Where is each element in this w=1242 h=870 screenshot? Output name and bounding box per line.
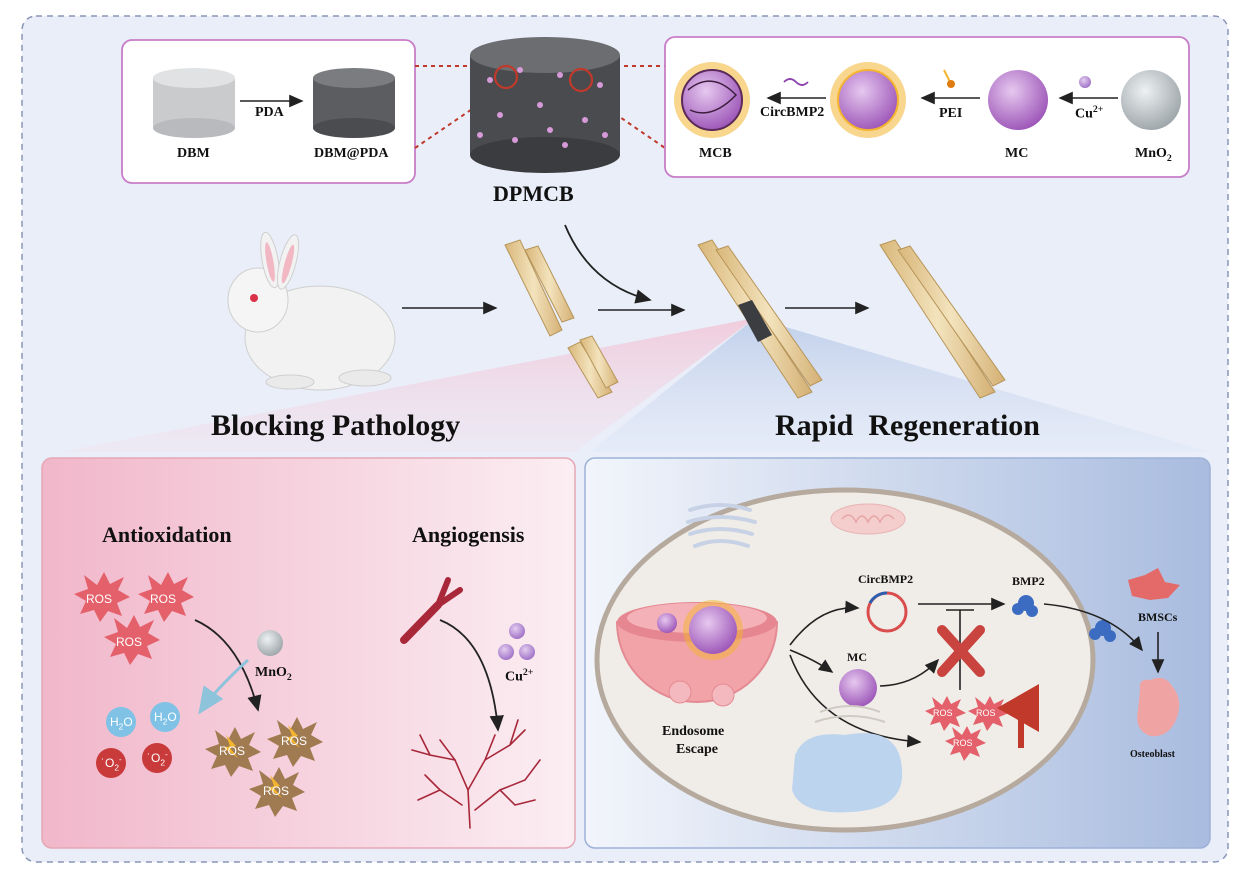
bmp2-secreted-icon	[1089, 620, 1116, 642]
mc-to-block-arrow	[879, 658, 940, 687]
mno2-small-label: MnO2	[255, 665, 292, 683]
zoom-connectors	[414, 65, 666, 149]
mno2-label: MnO2	[1135, 146, 1172, 164]
cell-ros-label-2: ROS	[976, 708, 996, 718]
endosome-to-mc-arrow	[789, 649, 834, 673]
bone-healed-icon	[879, 239, 1006, 399]
cu-ion-icon	[1079, 76, 1091, 88]
mc-in-cell-icon	[839, 669, 877, 707]
bone-implant-icon	[697, 239, 823, 399]
bmp2-to-osteoblast-arrow	[1043, 603, 1144, 652]
bmp2-protein-icon	[1012, 595, 1038, 617]
o2-radical-2	[142, 743, 172, 773]
o2-radical-1	[96, 748, 126, 778]
ros-burst-group	[74, 572, 194, 665]
blood-vessel-icon	[400, 577, 463, 644]
golgi-icon	[686, 503, 757, 548]
h2o-molecule-1	[106, 707, 136, 737]
ros-burst-1	[74, 572, 130, 622]
cu-ions-label: Cu2+	[505, 667, 534, 685]
quenched-ros-group	[205, 717, 323, 817]
mno2-particle-icon	[1121, 70, 1181, 130]
mcb-particle-icon	[674, 62, 750, 138]
circbmp2-label: CircBMP2	[760, 105, 825, 120]
ros-to-products-black-arrow	[194, 619, 262, 712]
vascular-network-icon	[411, 719, 541, 829]
mitochondrion-icon	[830, 503, 906, 535]
mc-cell-label: MC	[847, 650, 867, 664]
mcb-in-endosome-icon	[657, 600, 743, 660]
cell-ros-label-1: ROS	[933, 708, 953, 718]
rabbit-icon	[227, 231, 396, 391]
ros-to-water-blue-arrow	[198, 658, 250, 715]
h2o-label-2: H2O	[154, 710, 177, 727]
er-icon	[814, 705, 886, 723]
ros-label-2: ROS	[150, 592, 177, 606]
ros-label-3: ROS	[116, 635, 143, 649]
quenched-ros-label-2: ROS	[281, 734, 308, 748]
h2o-molecule-2	[150, 702, 180, 732]
ros-label-1: ROS	[86, 592, 113, 606]
dpmcb-label: DPMCB	[493, 181, 574, 206]
cell-ros-label-3: ROS	[953, 738, 973, 748]
o2-label-2: ˙O2-	[147, 749, 168, 768]
h2o-label-1: H2O	[110, 715, 133, 732]
angio-arrow	[439, 619, 504, 732]
left-panel	[41, 457, 576, 849]
bmscs-label: BMSCs	[1138, 610, 1178, 624]
endosome-label: Endosome	[662, 724, 725, 739]
blocking-pathology-title: Blocking Pathology	[211, 409, 461, 442]
cu-label: Cu2+	[1075, 104, 1104, 122]
bone-defect-icon	[504, 239, 619, 399]
bmscs-cell-icon	[1128, 568, 1180, 600]
o2-label-1: ˙O2-	[101, 754, 122, 773]
dbm-pda-label: DBM@PDA	[314, 146, 389, 161]
rapid-regeneration-title: Rapid Regeneration	[775, 409, 1040, 442]
dna-icon	[783, 78, 809, 86]
osteoblast-label: Osteoblast	[1130, 749, 1175, 760]
quenched-ros-label-3: ROS	[263, 784, 290, 798]
quenched-ros-label-1: ROS	[219, 744, 246, 758]
mno2-small-icon	[257, 630, 283, 656]
blue-cone	[590, 318, 1210, 452]
mc-particle-icon	[988, 70, 1048, 130]
mcb-label: MCB	[699, 146, 732, 161]
dbm-label: DBM	[177, 146, 210, 161]
pei-label: PEI	[939, 106, 963, 121]
dbm-scaffold-icon	[153, 68, 235, 138]
ros-burst-3	[104, 615, 160, 665]
bmp2-label: BMP2	[1012, 574, 1045, 588]
mc-label: MC	[1005, 146, 1029, 161]
circbmp2-cell-label: CircBMP2	[858, 572, 914, 586]
cu-ions-icon	[498, 623, 535, 660]
osteoblast-cell-icon	[1137, 678, 1180, 737]
block-cross-icon	[937, 625, 985, 677]
pda-label: PDA	[255, 105, 284, 120]
dpmcb-scaffold-icon	[470, 37, 620, 173]
top-right-box	[664, 36, 1190, 178]
antioxidation-label: Antioxidation	[102, 522, 232, 547]
endosome-to-circbmp2-arrow	[789, 600, 860, 646]
ros-burst-2	[138, 572, 194, 622]
pei-mc-particle-icon	[830, 62, 906, 138]
escape-label: Escape	[676, 742, 718, 757]
dpmcb-to-bone-arrow	[564, 224, 652, 304]
angiogensis-label: Angiogensis	[412, 522, 525, 547]
dbm-pda-scaffold-icon	[313, 68, 395, 138]
nucleus-blob	[792, 733, 903, 813]
pei-icon	[943, 69, 955, 88]
